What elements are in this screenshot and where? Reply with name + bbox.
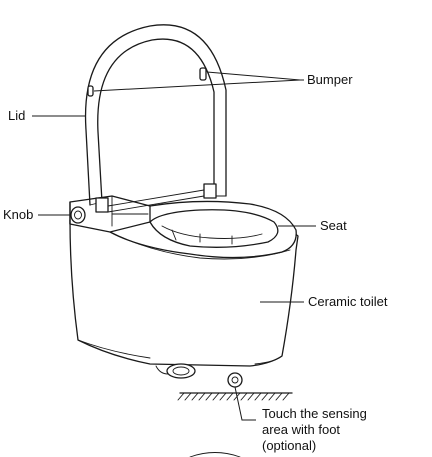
seat-label: Seat (320, 218, 347, 233)
floor (177, 392, 293, 401)
touch-sensing-label-line-1: Touch the sensing (262, 406, 367, 421)
floor-hatch-line (268, 392, 276, 401)
lid-label: Lid (8, 108, 25, 123)
floor-hatch-line (226, 392, 234, 401)
foot-sensor (227, 372, 243, 388)
floor-hatch-line (177, 392, 185, 401)
floor-hatch-line (219, 392, 227, 401)
floor-hatch-line (254, 392, 262, 401)
bumper-leader-lower (93, 79, 301, 92)
sensor-leader (234, 386, 256, 421)
floor-hatch-line (212, 392, 220, 401)
floor-hatch-line (184, 392, 192, 401)
floor-hatch-line (240, 392, 248, 401)
bumper-label: Bumper (307, 72, 353, 87)
leader-lines (32, 71, 316, 421)
knob (70, 206, 86, 224)
floor-hatch-line (275, 392, 283, 401)
touch-sensing-label-line-2: area with foot (262, 422, 340, 437)
floor-hatch-line (205, 392, 213, 401)
knob-label: Knob (3, 207, 33, 222)
touch-sensing-label-line-3: (optional) (262, 438, 316, 453)
floor-hatch-line (247, 392, 255, 401)
cropped-arc (189, 452, 241, 457)
floor-hatch-line (198, 392, 206, 401)
floor-hatch-line (191, 392, 199, 401)
ceramic-toilet-label: Ceramic toilet (308, 294, 388, 309)
bumper-leader-upper (206, 71, 301, 81)
floor-hatch-line (282, 392, 290, 401)
floor-hatch-line (261, 392, 269, 401)
lid (84, 24, 227, 213)
